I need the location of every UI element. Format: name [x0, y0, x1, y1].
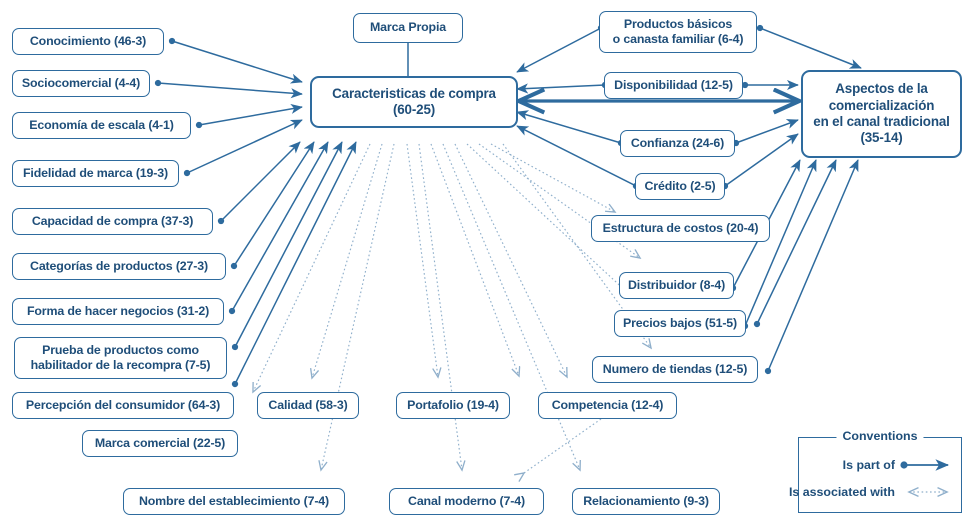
- node-label: Crédito (2-5): [644, 178, 716, 193]
- node-label: Percepción del consumidor (64-3): [25, 397, 221, 412]
- node-label: Marca comercial (22-5): [94, 435, 226, 450]
- node-percepcion-del-consumidor[interactable]: Percepción del consumidor (64-3): [12, 392, 234, 419]
- node-disponibilidad[interactable]: Disponibilidad (12-5): [604, 72, 743, 99]
- node-distribuidor[interactable]: Distribuidor (8-4): [619, 272, 734, 299]
- node-label-line2: comercialización: [828, 97, 935, 113]
- node-label-line1: Prueba de productos como: [42, 342, 199, 357]
- node-label: Nombre del establecimiento (7-4): [138, 493, 330, 508]
- node-forma-de-hacer-negocios[interactable]: Forma de hacer negocios (31-2): [12, 298, 224, 325]
- node-label-line1: Aspectos de la: [835, 81, 928, 97]
- node-label: Precios bajos (51-5): [622, 315, 738, 330]
- node-label: Forma de hacer negocios (31-2): [26, 303, 210, 318]
- node-label-line3: en el canal tradicional: [813, 114, 950, 129]
- node-productos-basicos[interactable]: Productos básicos o canasta familiar (6-…: [599, 11, 757, 53]
- edges-center-to-bottom-dotted: [253, 143, 651, 470]
- node-label: Distribuidor (8-4): [627, 277, 726, 292]
- node-label: Economía de escala (4-1): [29, 117, 174, 132]
- node-label: Marca Propia: [369, 20, 447, 35]
- node-label: Canal moderno (7-4): [408, 493, 525, 508]
- node-prueba-de-productos[interactable]: Prueba de productos como habilitador de …: [14, 337, 227, 379]
- node-precios-bajos[interactable]: Precios bajos (51-5): [614, 310, 746, 337]
- node-label: Conocimiento (46-3): [29, 33, 147, 48]
- node-economia-de-escala[interactable]: Economía de escala (4-1): [12, 112, 191, 139]
- node-confianza[interactable]: Confianza (24-6): [620, 130, 735, 157]
- node-fidelidad-de-marca[interactable]: Fidelidad de marca (19-3): [12, 160, 179, 187]
- node-caracteristicas-de-compra[interactable]: Caracteristicas de compra (60-25): [310, 76, 518, 128]
- node-label-line2: (60-25): [392, 102, 436, 117]
- node-label: Relacionamiento (9-3): [583, 493, 709, 508]
- node-label-line2: o canasta familiar (6-4): [612, 32, 744, 46]
- node-marca-comercial[interactable]: Marca comercial (22-5): [82, 430, 238, 457]
- node-label-line1: Caracteristicas de compra: [332, 85, 496, 101]
- node-competencia[interactable]: Competencia (12-4): [538, 392, 677, 419]
- node-label: Calidad (58-3): [268, 397, 348, 412]
- node-label: Capacidad de compra (37-3): [31, 213, 194, 228]
- legend-title: Conventions: [836, 429, 924, 443]
- node-label: Competencia (12-4): [551, 397, 664, 412]
- legend-row-is-associated-with: Is associated with: [789, 485, 956, 499]
- node-label: Portafolio (19-4): [407, 397, 499, 412]
- node-nombre-del-establecimiento[interactable]: Nombre del establecimiento (7-4): [123, 488, 345, 515]
- node-relacionamiento[interactable]: Relacionamiento (9-3): [572, 488, 720, 515]
- node-label: Fidelidad de marca (19-3): [23, 165, 168, 180]
- node-label: Confianza (24-6): [630, 135, 725, 150]
- solid-arrow-icon: [900, 459, 950, 471]
- legend-label-is-associated-with: Is associated with: [788, 485, 895, 499]
- node-label: Disponibilidad (12-5): [614, 77, 733, 92]
- node-label: Estructura de costos (20-4): [602, 220, 759, 235]
- node-estructura-de-costos[interactable]: Estructura de costos (20-4): [591, 215, 770, 242]
- node-calidad[interactable]: Calidad (58-3): [257, 392, 359, 419]
- node-canal-moderno[interactable]: Canal moderno (7-4): [389, 488, 544, 515]
- node-numero-de-tiendas[interactable]: Numero de tiendas (12-5): [592, 356, 758, 383]
- legend-box: Conventions Is part of Is associated wit…: [789, 429, 962, 513]
- node-label: Numero de tiendas (12-5): [602, 361, 748, 376]
- node-credito[interactable]: Crédito (2-5): [635, 173, 725, 200]
- node-aspectos-de-la-comercializacion[interactable]: Aspectos de la comercialización en el ca…: [801, 70, 962, 158]
- dotted-double-arrow-icon: [900, 486, 956, 498]
- node-label-line1: Productos básicos: [623, 16, 733, 31]
- node-label: Categorías de productos (27-3): [30, 258, 208, 273]
- node-capacidad-de-compra[interactable]: Capacidad de compra (37-3): [12, 208, 213, 235]
- legend-row-is-part-of: Is part of: [843, 458, 956, 472]
- node-label-line2: habilitador de la recompra (7-5): [30, 358, 211, 372]
- node-portafolio[interactable]: Portafolio (19-4): [396, 392, 510, 419]
- node-label-line4: (35-14): [860, 130, 903, 146]
- node-categorias-de-productos[interactable]: Categorías de productos (27-3): [12, 253, 226, 280]
- edges-competencia-cross: [524, 418, 602, 473]
- node-label: Sociocomercial (4-4): [21, 75, 141, 90]
- node-marca-propia[interactable]: Marca Propia: [353, 13, 463, 43]
- legend-label-is-part-of: Is part of: [842, 458, 895, 472]
- node-conocimiento[interactable]: Conocimiento (46-3): [12, 28, 164, 55]
- node-sociocomercial[interactable]: Sociocomercial (4-4): [12, 70, 150, 97]
